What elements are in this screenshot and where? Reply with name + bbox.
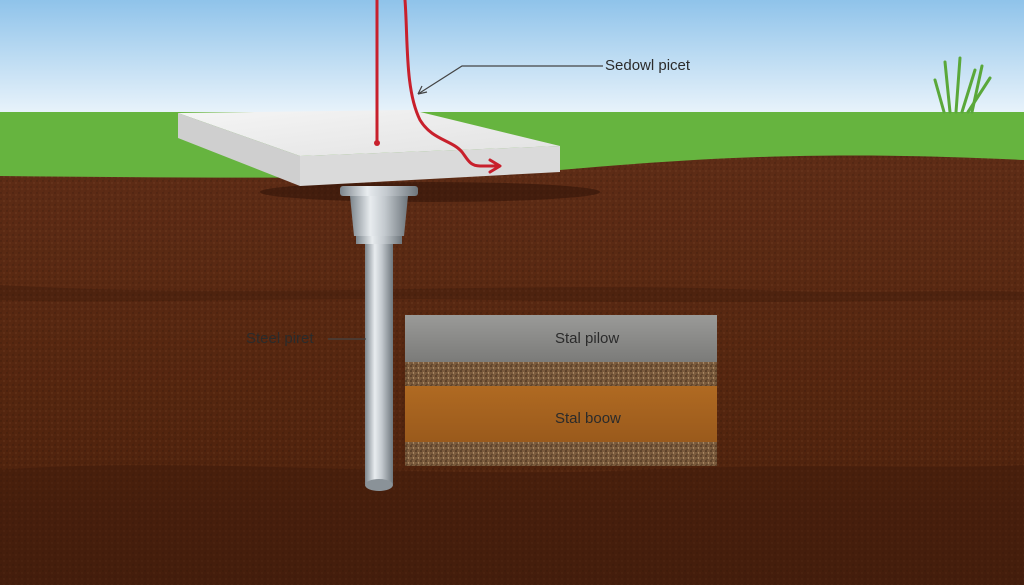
concrete-slab [178, 110, 560, 186]
top-callout-arrowhead [417, 85, 428, 95]
marker-arrowhead [488, 158, 502, 174]
slab-side-face [300, 146, 560, 186]
sky [0, 0, 1024, 120]
lower-layer-label: Stal boow [555, 410, 621, 427]
upper-layer-label: Stal pilow [555, 330, 620, 347]
pier-shaft [365, 244, 393, 484]
steel-pier [340, 186, 418, 491]
sand-layer [405, 386, 717, 442]
slab-front-face [178, 113, 300, 186]
soil-deep-layer [0, 465, 1024, 585]
top-callout-label: Sedowl picet [605, 57, 691, 74]
pier-callout-label: Steel piret [246, 330, 314, 347]
red-marker-lines [375, 0, 502, 174]
grit-band-lower [405, 442, 717, 466]
soil-mid-shade [0, 285, 1024, 303]
marker-curved-line [403, 0, 500, 168]
grass-tuft [933, 56, 992, 114]
top-callout-leader [417, 65, 603, 95]
soil-layer-block [405, 315, 717, 466]
pier-tip [365, 479, 393, 491]
callout-lines [328, 65, 603, 340]
pier-collar-flange [340, 186, 418, 196]
pier-collar-ring [356, 236, 402, 244]
pier-collar [350, 196, 408, 236]
marker-anchor-point [374, 140, 380, 146]
gravel-layer [405, 315, 717, 362]
slab-top [178, 110, 560, 156]
grit-band-upper [405, 362, 717, 386]
